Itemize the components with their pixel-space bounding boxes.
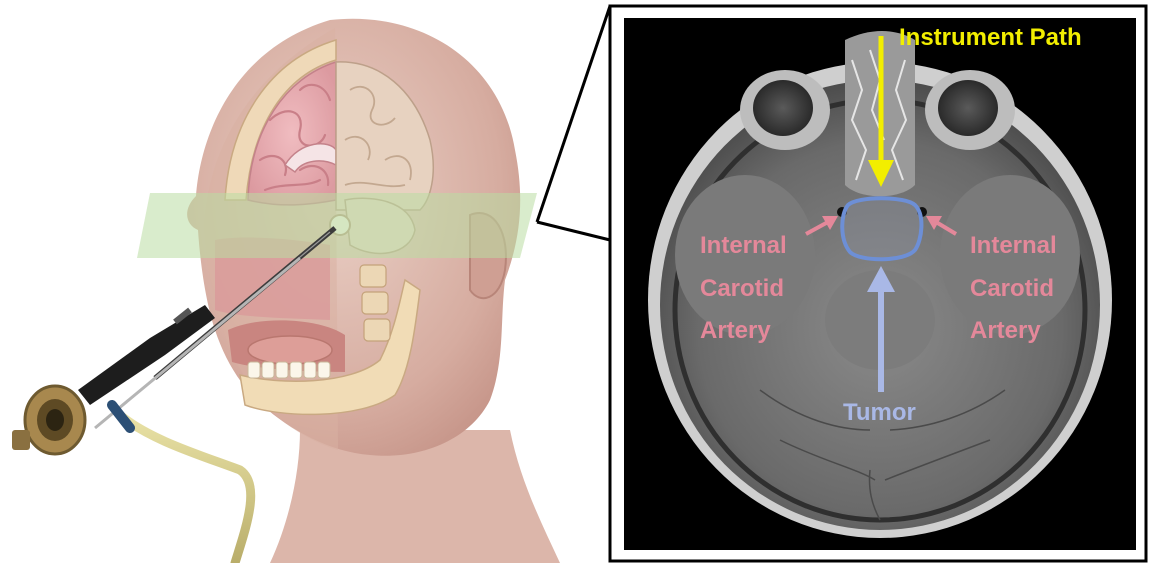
ica-right-line-1: Internal [970,232,1057,259]
instrument-path-label: Instrument Path [899,24,1082,51]
cervical-spine [360,265,390,341]
ica-right-line-3: Artery [970,317,1041,344]
ica-right-line-2: Carotid [970,275,1054,302]
axial-plane [137,193,537,258]
callout-line-bottom [537,222,610,240]
endoscope-handle [78,305,215,405]
ica-left-line-2: Carotid [700,275,784,302]
mri-panel: Instrument Path Internal Carotid Artery … [610,6,1146,561]
tongue [248,336,332,364]
mri-eye-left [753,80,813,136]
callout-line-top [537,6,610,222]
head-illustration [12,19,560,563]
tumor-outline [842,198,921,259]
tumor-label: Tumor [843,399,916,426]
light-cable-connector [112,405,130,428]
endoscope-eyepiece [12,386,85,454]
ica-left-line-1: Internal [700,232,787,259]
ica-left-line-3: Artery [700,317,771,344]
mri-eye-right [938,80,998,136]
light-cable [120,415,251,563]
